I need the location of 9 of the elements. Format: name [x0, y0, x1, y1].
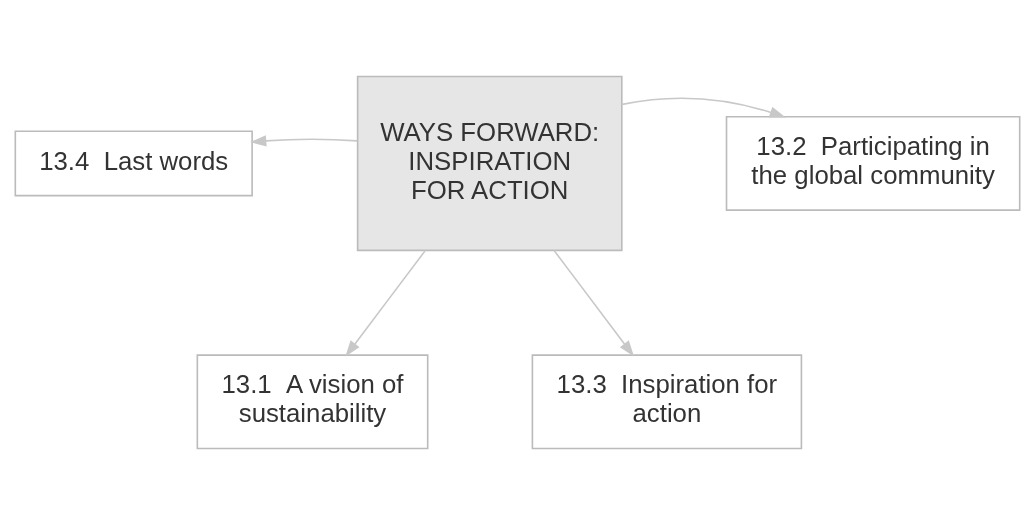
node-box: 13.3 Inspiration for action [531, 354, 803, 450]
arrow [345, 249, 427, 357]
node-box: 13.2 Participating in the global community [725, 115, 1021, 211]
node-box: 13.1 A vision of sustainability [196, 354, 429, 450]
node-box: WAYS FORWARD: INSPIRATION FOR ACTION [356, 75, 623, 252]
arrow [553, 249, 635, 357]
arrow [621, 97, 786, 118]
node-box: 13.4 Last words [14, 130, 253, 197]
arrow [250, 135, 359, 147]
